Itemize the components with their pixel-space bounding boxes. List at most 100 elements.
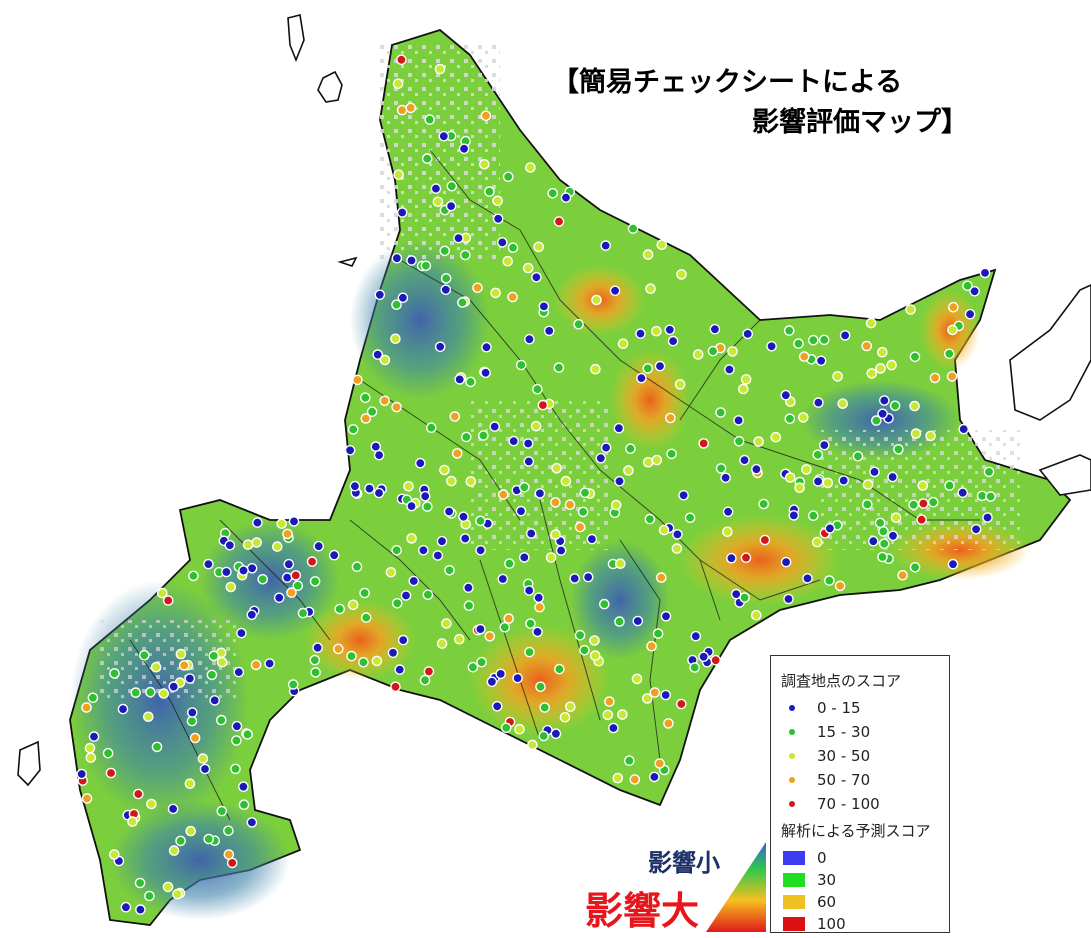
survey-point-marker	[251, 537, 263, 548]
survey-point-marker	[944, 480, 955, 491]
survey-point-marker	[184, 778, 196, 790]
survey-point-marker	[281, 572, 293, 583]
survey-point-marker	[629, 774, 641, 785]
survey-point-marker	[522, 438, 534, 449]
survey-point-marker	[391, 545, 402, 556]
survey-point-marker	[344, 444, 356, 456]
survey-point-marker	[878, 538, 890, 550]
survey-point-marker	[664, 324, 676, 336]
survey-point-marker	[178, 660, 190, 671]
survey-point-marker	[444, 565, 455, 576]
survey-point-marker	[582, 571, 594, 583]
survey-point-marker	[555, 545, 567, 556]
impact-gradient-triangle	[706, 842, 766, 932]
survey-point-marker	[793, 338, 804, 349]
survey-point-marker	[175, 648, 187, 660]
survey-point-marker	[360, 413, 372, 424]
survey-point-marker	[372, 349, 384, 360]
survey-point-marker	[185, 825, 196, 837]
survey-point-marker	[221, 566, 232, 578]
survey-point-marker	[733, 415, 744, 426]
survey-point-marker	[197, 753, 209, 764]
survey-point-marker	[490, 287, 501, 299]
survey-point-marker	[589, 650, 601, 661]
survey-point-marker	[635, 328, 646, 339]
survey-point-marker	[188, 570, 199, 582]
survey-point-marker	[476, 656, 487, 668]
survey-point-marker	[484, 186, 495, 197]
survey-point-marker	[878, 526, 889, 537]
survey-point-marker	[458, 511, 469, 523]
survey-point-marker	[651, 325, 662, 337]
survey-point-marker	[120, 901, 132, 913]
survey-point-marker	[238, 565, 249, 576]
survey-point-marker	[370, 441, 382, 452]
survey-point-marker	[560, 192, 572, 203]
survey-point-marker	[406, 500, 417, 512]
survey-point-marker	[559, 712, 571, 723]
survey-point-marker	[150, 661, 162, 673]
survey-point-marker	[189, 732, 201, 744]
survey-point-marker	[579, 487, 591, 499]
survey-point-marker	[674, 379, 686, 390]
survey-point-marker	[649, 771, 660, 783]
survey-point-marker	[199, 763, 211, 775]
survey-point-marker	[709, 323, 721, 335]
survey-point-marker	[678, 489, 689, 501]
survey-point-marker	[962, 280, 973, 292]
survey-point-marker	[508, 435, 520, 447]
survey-point-marker	[916, 514, 927, 526]
survey-point-marker	[946, 371, 958, 382]
survey-point-marker	[600, 442, 612, 453]
survey-point-marker	[766, 340, 777, 352]
survey-point-marker	[897, 570, 908, 581]
survey-point-marker	[819, 439, 830, 451]
legend-dot-icon	[789, 753, 795, 759]
survey-point-marker	[203, 833, 214, 845]
survey-point-marker	[130, 687, 141, 698]
survey-point-marker	[740, 552, 752, 564]
survey-point-marker	[632, 615, 644, 627]
survey-point-marker	[985, 491, 996, 502]
survey-point-marker	[246, 817, 258, 828]
survey-point-marker	[560, 475, 572, 487]
survey-point-marker	[391, 401, 402, 413]
survey-point-marker	[917, 480, 929, 491]
survey-point-marker	[453, 232, 464, 244]
survey-point-marker	[475, 623, 486, 635]
survey-point-marker	[328, 549, 340, 561]
survey-point-marker	[391, 299, 402, 311]
survey-point-marker	[478, 158, 490, 170]
survey-point-marker	[784, 472, 796, 483]
survey-point-marker	[577, 506, 589, 518]
survey-point-marker	[869, 466, 880, 478]
survey-point-marker	[231, 735, 242, 746]
survey-point-marker	[947, 324, 958, 336]
survey-point-marker	[246, 609, 258, 621]
survey-point-marker	[862, 479, 874, 490]
impact-large-label: 影響大	[585, 889, 700, 933]
legend-swatch-icon	[783, 873, 805, 887]
survey-point-marker	[533, 241, 545, 253]
survey-point-marker	[84, 742, 96, 754]
legend-survey-item: 0 - 15	[783, 698, 861, 718]
survey-point-marker	[550, 497, 561, 508]
survey-point-marker	[151, 741, 163, 753]
survey-point-marker	[976, 490, 988, 502]
survey-point-marker	[446, 475, 457, 487]
survey-point-marker	[887, 530, 899, 542]
survey-point-marker	[656, 572, 667, 583]
survey-point-marker	[947, 558, 959, 570]
survey-point-marker	[397, 634, 409, 646]
survey-point-marker	[589, 635, 600, 646]
survey-point-marker	[203, 558, 214, 570]
survey-point-marker	[969, 285, 980, 297]
survey-point-marker	[837, 398, 849, 410]
survey-point-marker	[109, 668, 120, 679]
survey-point-marker	[391, 252, 403, 264]
survey-point-marker	[465, 376, 476, 388]
survey-point-marker	[871, 415, 882, 426]
survey-point-marker	[146, 798, 157, 810]
survey-point-marker	[391, 598, 403, 609]
survey-point-marker	[276, 518, 288, 530]
